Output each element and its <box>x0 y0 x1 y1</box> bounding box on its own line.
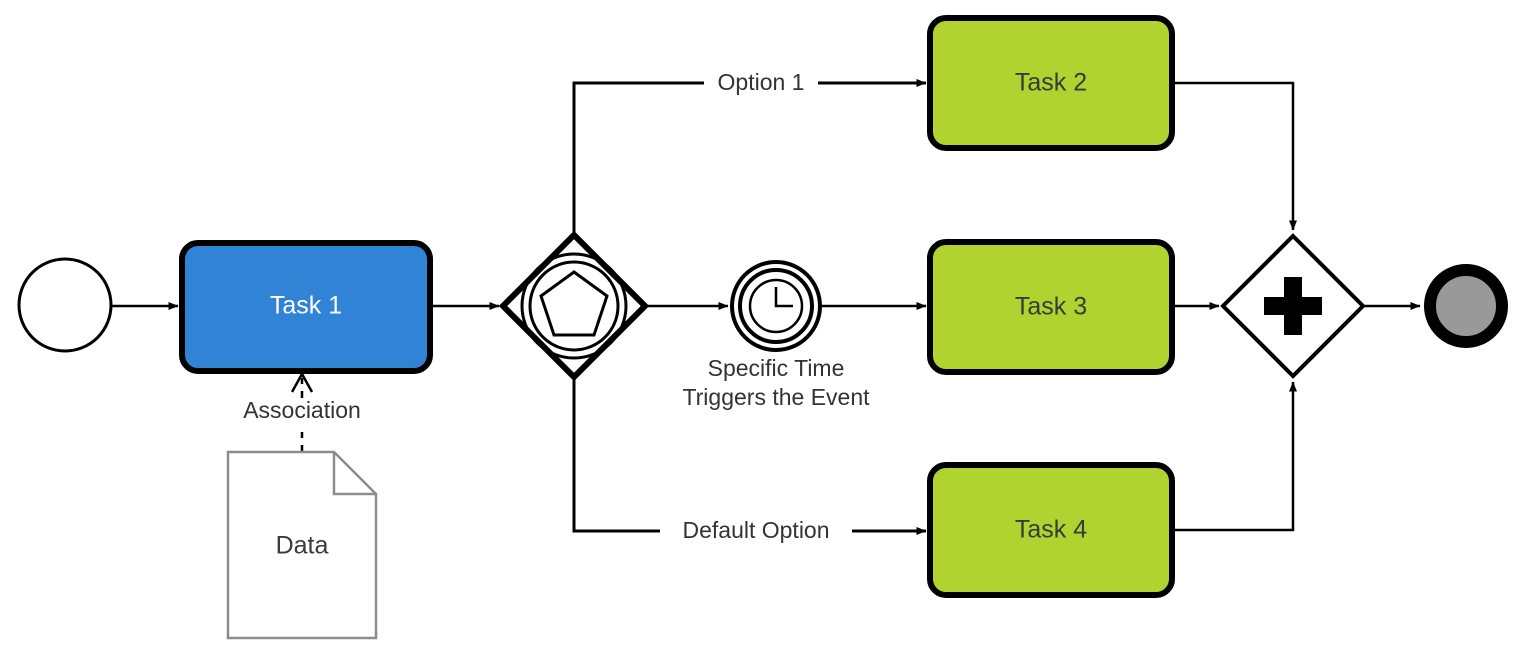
edge-label-default-option: Default Option <box>682 517 829 543</box>
task-4[interactable]: Task 4 <box>927 462 1175 598</box>
task-1-label: Task 1 <box>270 292 342 320</box>
task-3-label: Task 3 <box>1015 293 1087 321</box>
event-based-gateway[interactable] <box>498 230 650 382</box>
task-3[interactable]: Task 3 <box>927 239 1175 375</box>
edge-gateway-to-task2 <box>572 79 927 235</box>
timer-event-label-line-2: Triggers the Event <box>682 384 870 410</box>
clock-icon <box>748 278 804 334</box>
task-4-label: Task 4 <box>1015 516 1087 544</box>
data-object[interactable]: Data <box>226 450 378 640</box>
task-2[interactable]: Task 2 <box>927 15 1175 151</box>
end-event[interactable] <box>1424 264 1508 348</box>
edge-gateway-to-task4 <box>572 377 927 535</box>
intermediate-timer-event[interactable]: Specific Time Triggers the Event <box>682 260 870 410</box>
edge-label-association: Association <box>243 397 361 423</box>
start-event[interactable] <box>17 257 113 353</box>
edge-task2-to-parallel <box>1172 81 1297 231</box>
plus-icon <box>1264 277 1322 335</box>
task-2-label: Task 2 <box>1015 69 1087 97</box>
parallel-gateway[interactable] <box>1220 233 1366 379</box>
data-object-label: Data <box>276 532 329 560</box>
timer-event-label-line-1: Specific Time <box>708 355 845 381</box>
edge-task4-to-parallel <box>1172 381 1297 532</box>
task-1[interactable]: Task 1 <box>179 240 433 374</box>
edge-label-option-1: Option 1 <box>718 69 805 95</box>
